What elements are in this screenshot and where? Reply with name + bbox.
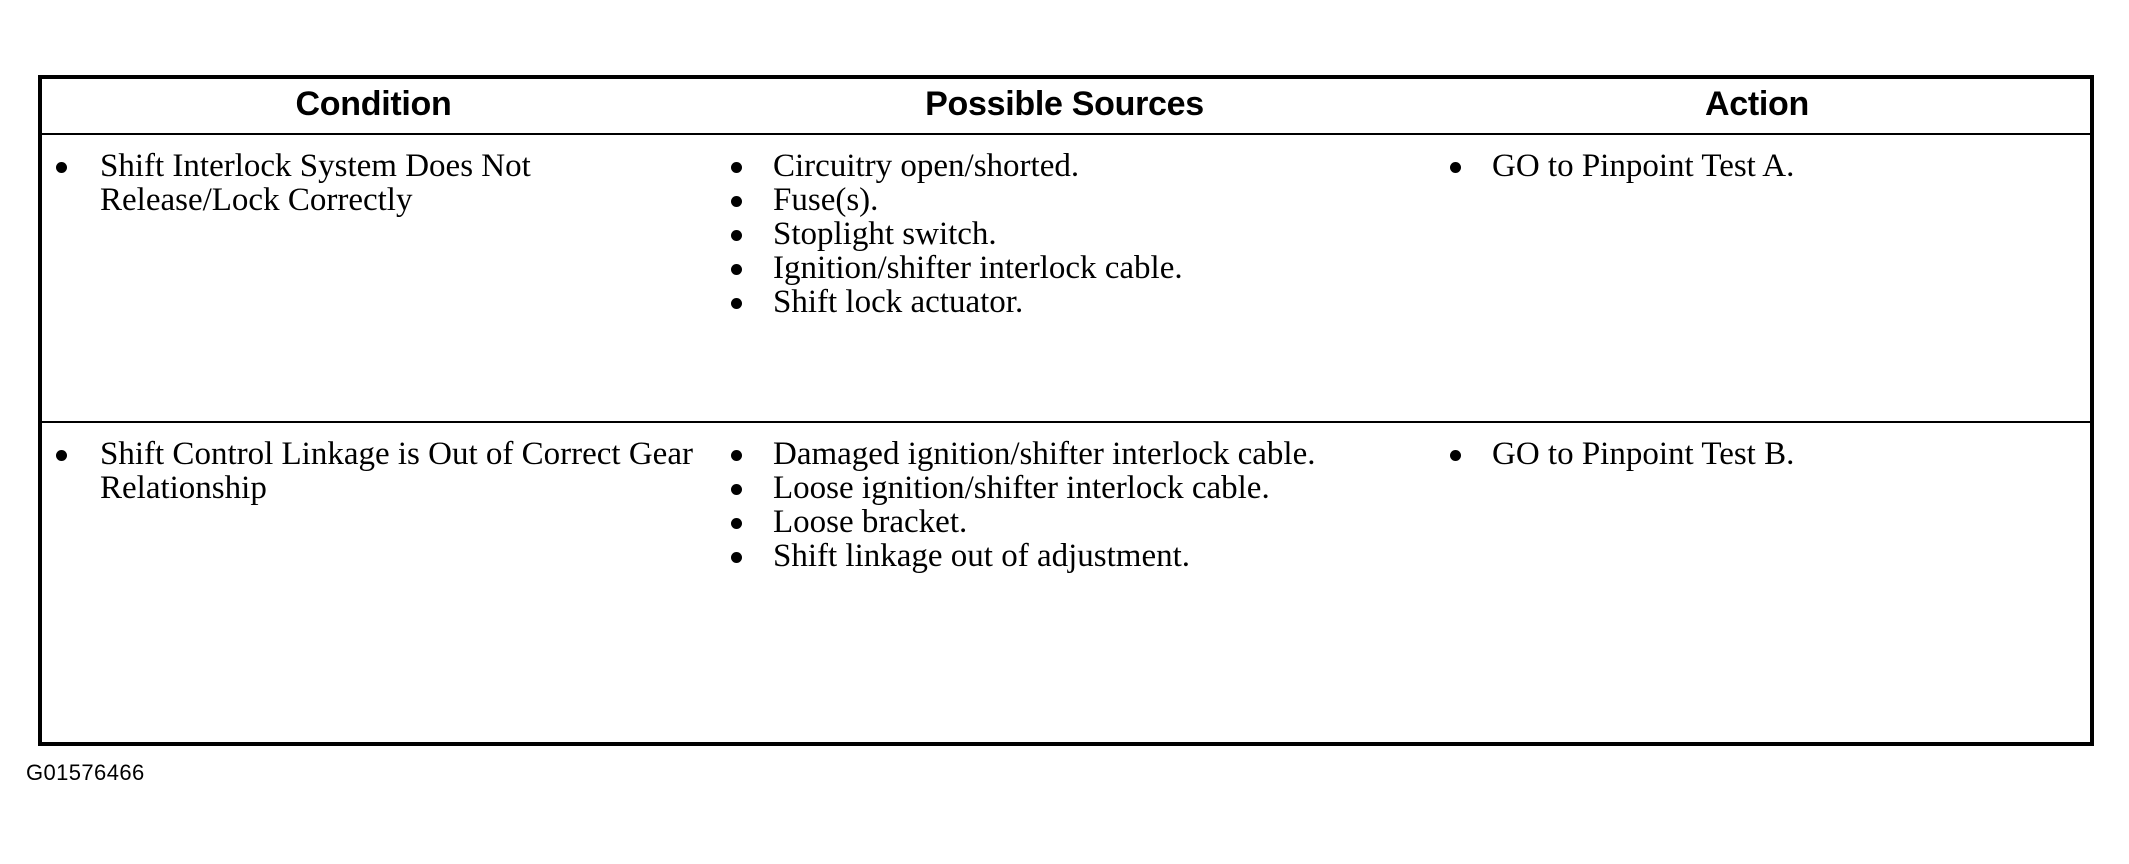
- table-header-row: Condition Possible Sources Action: [40, 77, 2092, 135]
- list-item-text: Shift lock actuator.: [773, 284, 1024, 320]
- bullet-icon: [1450, 450, 1461, 461]
- bullet-icon: [731, 484, 742, 495]
- list-item: Loose ignition/shifter interlock cable.: [705, 471, 1414, 505]
- bullet-icon: [731, 230, 742, 241]
- list-item: Shift Control Linkage is Out of Correct …: [42, 437, 695, 505]
- column-header-action: Action: [1424, 77, 2092, 135]
- bullet-icon: [56, 162, 67, 173]
- bullet-icon: [1450, 162, 1461, 173]
- action-list: GO to Pinpoint Test B.: [1424, 437, 2080, 471]
- list-item-text: Damaged ignition/shifter interlock cable…: [773, 436, 1316, 472]
- possible-sources-list: Circuitry open/shorted. Fuse(s). Stoplig…: [705, 149, 1414, 319]
- list-item: GO to Pinpoint Test A.: [1424, 149, 2080, 183]
- figure-reference-code: G01576466: [26, 760, 145, 785]
- list-item-text: Ignition/shifter interlock cable.: [773, 250, 1183, 286]
- list-item-text: Circuitry open/shorted.: [773, 148, 1080, 184]
- list-item-text: Shift Control Linkage is Out of Correct …: [100, 436, 693, 506]
- condition-list: Shift Interlock System Does Not Release/…: [42, 149, 695, 217]
- bullet-icon: [56, 450, 67, 461]
- list-item: Shift linkage out of adjustment.: [705, 539, 1414, 573]
- bullet-icon: [731, 162, 742, 173]
- column-header-possible-sources: Possible Sources: [705, 77, 1424, 135]
- list-item-text: Shift linkage out of adjustment.: [773, 538, 1191, 574]
- cell-action: GO to Pinpoint Test A.: [1424, 134, 2092, 422]
- table-row: Shift Interlock System Does Not Release/…: [40, 134, 2092, 422]
- list-item-text: Loose bracket.: [773, 504, 968, 540]
- bullet-icon: [731, 298, 742, 309]
- list-item-text: Loose ignition/shifter interlock cable.: [773, 470, 1270, 506]
- list-item: Shift Interlock System Does Not Release/…: [42, 149, 695, 217]
- bullet-icon: [731, 264, 742, 275]
- cell-condition: Shift Control Linkage is Out of Correct …: [40, 421, 705, 744]
- cell-action: GO to Pinpoint Test B.: [1424, 421, 2092, 744]
- list-item: Shift lock actuator.: [705, 285, 1414, 319]
- list-item-text: Stoplight switch.: [773, 216, 997, 252]
- bullet-icon: [731, 518, 742, 529]
- action-list: GO to Pinpoint Test A.: [1424, 149, 2080, 183]
- list-item-text: GO to Pinpoint Test B.: [1492, 436, 1795, 472]
- list-item: Fuse(s).: [705, 183, 1414, 217]
- list-item-text: Fuse(s).: [773, 182, 879, 218]
- list-item: Loose bracket.: [705, 505, 1414, 539]
- list-item-text: GO to Pinpoint Test A.: [1492, 148, 1795, 184]
- list-item: Damaged ignition/shifter interlock cable…: [705, 437, 1414, 471]
- bullet-icon: [731, 552, 742, 563]
- diagnostic-trouble-table: Condition Possible Sources Action Shift …: [38, 75, 2094, 746]
- cell-condition: Shift Interlock System Does Not Release/…: [40, 134, 705, 422]
- possible-sources-list: Damaged ignition/shifter interlock cable…: [705, 437, 1414, 573]
- list-item-text: Shift Interlock System Does Not Release/…: [100, 148, 531, 218]
- list-item: Stoplight switch.: [705, 217, 1414, 251]
- table-row: Shift Control Linkage is Out of Correct …: [40, 421, 2092, 744]
- list-item: GO to Pinpoint Test B.: [1424, 437, 2080, 471]
- list-item: Ignition/shifter interlock cable.: [705, 251, 1414, 285]
- bullet-icon: [731, 196, 742, 207]
- cell-possible-sources: Circuitry open/shorted. Fuse(s). Stoplig…: [705, 134, 1424, 422]
- condition-list: Shift Control Linkage is Out of Correct …: [42, 437, 695, 505]
- column-header-condition: Condition: [40, 77, 705, 135]
- cell-possible-sources: Damaged ignition/shifter interlock cable…: [705, 421, 1424, 744]
- bullet-icon: [731, 450, 742, 461]
- list-item: Circuitry open/shorted.: [705, 149, 1414, 183]
